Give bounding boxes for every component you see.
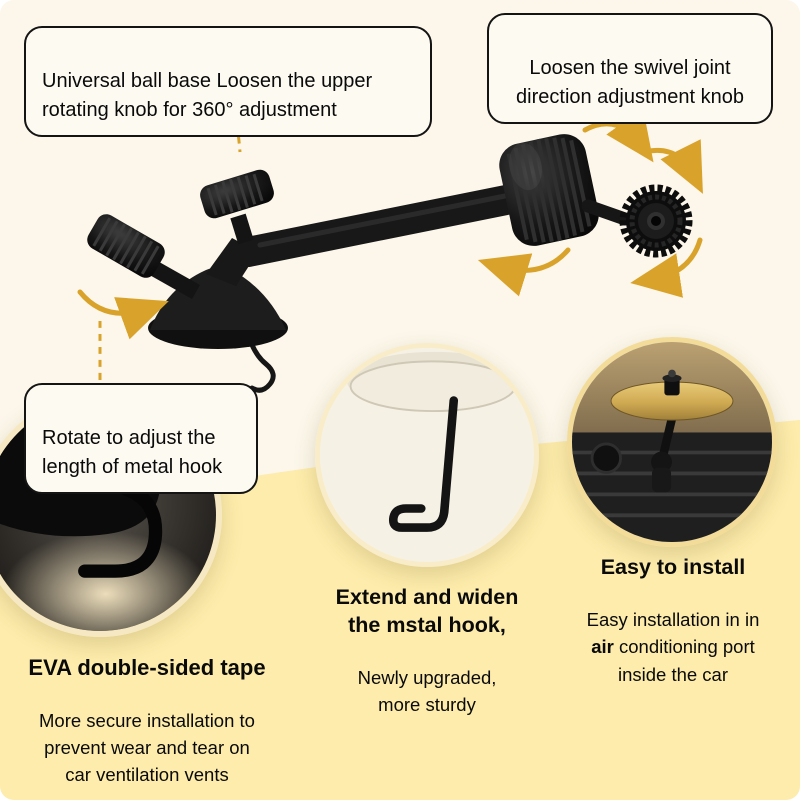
feature-install: Easy to install Easy installation in in … xyxy=(584,536,762,706)
hook-adjust-knob xyxy=(87,214,200,299)
callout-hook-length-text: Rotate to adjust the length of metal hoo… xyxy=(42,427,223,478)
callout-swivel-joint: Loosen the swivel joint direction adjust… xyxy=(487,13,773,125)
rotation-arrow-icon xyxy=(477,247,571,297)
callout-ball-base-text: Universal ball base Loosen the upper rot… xyxy=(42,70,373,121)
feature-hook-desc: Newly upgraded, more sturdy xyxy=(357,666,497,716)
feature-photo-install xyxy=(567,337,777,547)
upper-rotating-knob xyxy=(200,169,274,245)
ball-head-knob xyxy=(581,184,693,258)
feature-tape-desc: More secure installation to prevent wear… xyxy=(39,709,255,786)
feature-tape: EVA double-sided tape More secure instal… xyxy=(6,636,288,800)
metal-hook xyxy=(247,337,276,393)
rotation-arrow-icon xyxy=(630,237,703,298)
callout-hook-length: Rotate to adjust the length of metal hoo… xyxy=(24,383,258,495)
feature-tape-title: EVA double-sided tape xyxy=(28,655,266,680)
mount-arm xyxy=(233,183,531,267)
callout-ball-base: Universal ball base Loosen the upper rot… xyxy=(24,26,432,138)
rotation-arrow-icon xyxy=(77,289,169,340)
feature-install-title: Easy to install xyxy=(600,555,746,579)
rotation-arrow-icon xyxy=(582,108,654,163)
rotation-arrow-icon xyxy=(642,139,703,194)
feature-photo-hook xyxy=(315,343,539,567)
callout-swivel-joint-text: Loosen the swivel joint direction adjust… xyxy=(516,57,744,108)
feature-hook: Extend and widen the mstal hook, Newly u… xyxy=(318,566,536,737)
swivel-joint-knob xyxy=(499,134,599,246)
feature-hook-title: Extend and widen the mstal hook, xyxy=(335,585,519,637)
feature-install-desc: Easy installation in in air conditioning… xyxy=(586,608,760,685)
